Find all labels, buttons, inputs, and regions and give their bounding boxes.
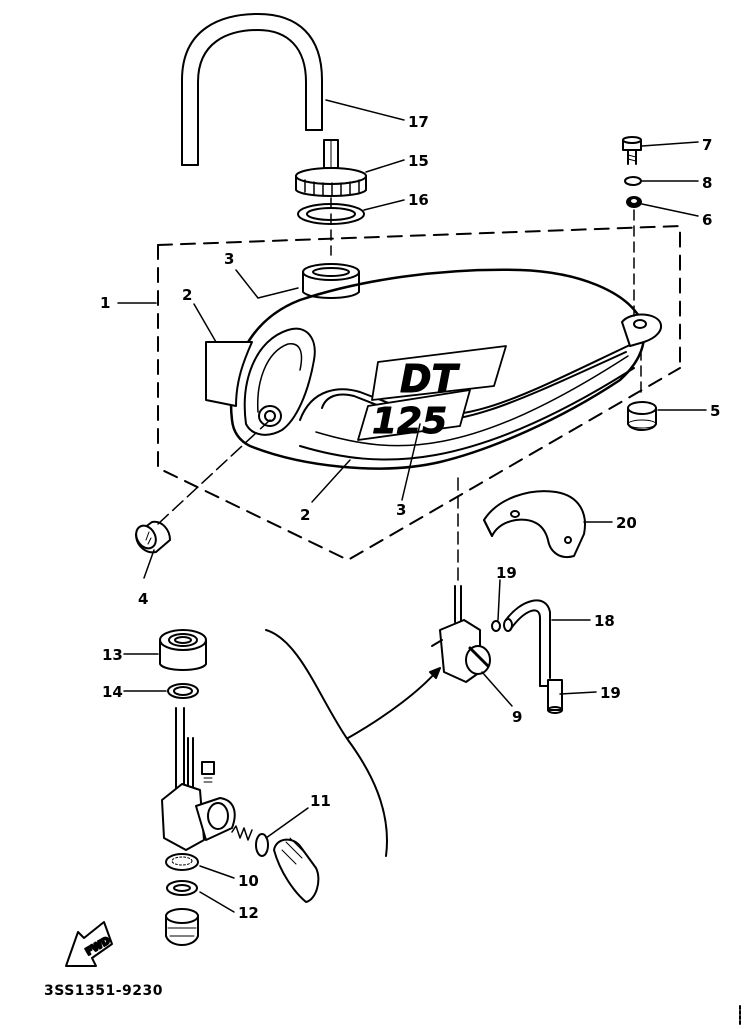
callout-numbers: 1 2 2 3 3 4 5 6 7 8 9 10 11 12 13 14 15 … bbox=[100, 113, 720, 922]
bolt-7 bbox=[622, 136, 642, 165]
callout-17: 17 bbox=[408, 113, 429, 131]
emblem-2-panel bbox=[205, 341, 253, 407]
exploded-view-bracket bbox=[265, 629, 441, 857]
collar-6 bbox=[626, 196, 642, 208]
callout-14: 14 bbox=[102, 683, 123, 701]
callout-20: 20 bbox=[616, 514, 637, 532]
callout-2-bottom: 2 bbox=[300, 506, 310, 524]
tank-decal-dt125: DT 125 bbox=[357, 345, 507, 443]
fuel-hose-18 bbox=[503, 599, 551, 687]
filter-10 bbox=[165, 853, 199, 871]
callout-18: 18 bbox=[594, 612, 615, 630]
fuel-cock-9 bbox=[431, 477, 491, 683]
hose-clip-19-lower bbox=[547, 679, 563, 714]
callout-15: 15 bbox=[408, 152, 429, 170]
callout-19-upper: 19 bbox=[496, 564, 517, 582]
protector-20 bbox=[483, 490, 586, 558]
sediment-bowl bbox=[165, 908, 199, 946]
hose-clip-19-upper bbox=[491, 620, 501, 632]
callout-16: 16 bbox=[408, 191, 429, 209]
callout-7: 7 bbox=[702, 136, 712, 154]
decal-text-dt: DT bbox=[400, 357, 461, 401]
callout-1: 1 bbox=[100, 294, 110, 312]
callout-10: 10 bbox=[238, 872, 259, 890]
diagram-code: 3SS1351-9230 bbox=[44, 983, 164, 999]
fuel-hose-17 bbox=[181, 13, 323, 166]
tank-assembly-dashed-boundary bbox=[157, 225, 681, 561]
callout-8: 8 bbox=[702, 174, 712, 192]
o-ring-11 bbox=[255, 833, 269, 857]
decal-text-125: 125 bbox=[372, 401, 447, 442]
damper-4-axis-line bbox=[157, 419, 271, 525]
damper-5 bbox=[627, 401, 657, 431]
fuel-cock-body-exploded bbox=[161, 707, 236, 851]
spring-part bbox=[231, 825, 253, 841]
fwd-arrow-icon: FWD bbox=[65, 921, 113, 967]
callout-11: 11 bbox=[310, 792, 331, 810]
callout-13: 13 bbox=[102, 646, 123, 664]
callout-12: 12 bbox=[238, 904, 259, 922]
callout-9: 9 bbox=[512, 708, 522, 726]
washer-8 bbox=[624, 176, 642, 186]
callout-3-bottom: 3 bbox=[396, 501, 406, 519]
callout-4: 4 bbox=[138, 590, 148, 608]
leader-lines bbox=[117, 99, 707, 913]
fuel-cap-15 bbox=[295, 139, 367, 197]
o-ring-14 bbox=[167, 683, 199, 699]
lever-knob bbox=[273, 837, 320, 903]
callout-3-top: 3 bbox=[224, 250, 234, 268]
callout-2-top: 2 bbox=[182, 286, 192, 304]
callout-19-lower: 19 bbox=[600, 684, 621, 702]
callout-6: 6 bbox=[702, 211, 712, 229]
gasket-12 bbox=[166, 880, 198, 896]
callout-5: 5 bbox=[710, 402, 720, 420]
cup-13 bbox=[159, 629, 207, 671]
damper-4 bbox=[135, 520, 171, 554]
